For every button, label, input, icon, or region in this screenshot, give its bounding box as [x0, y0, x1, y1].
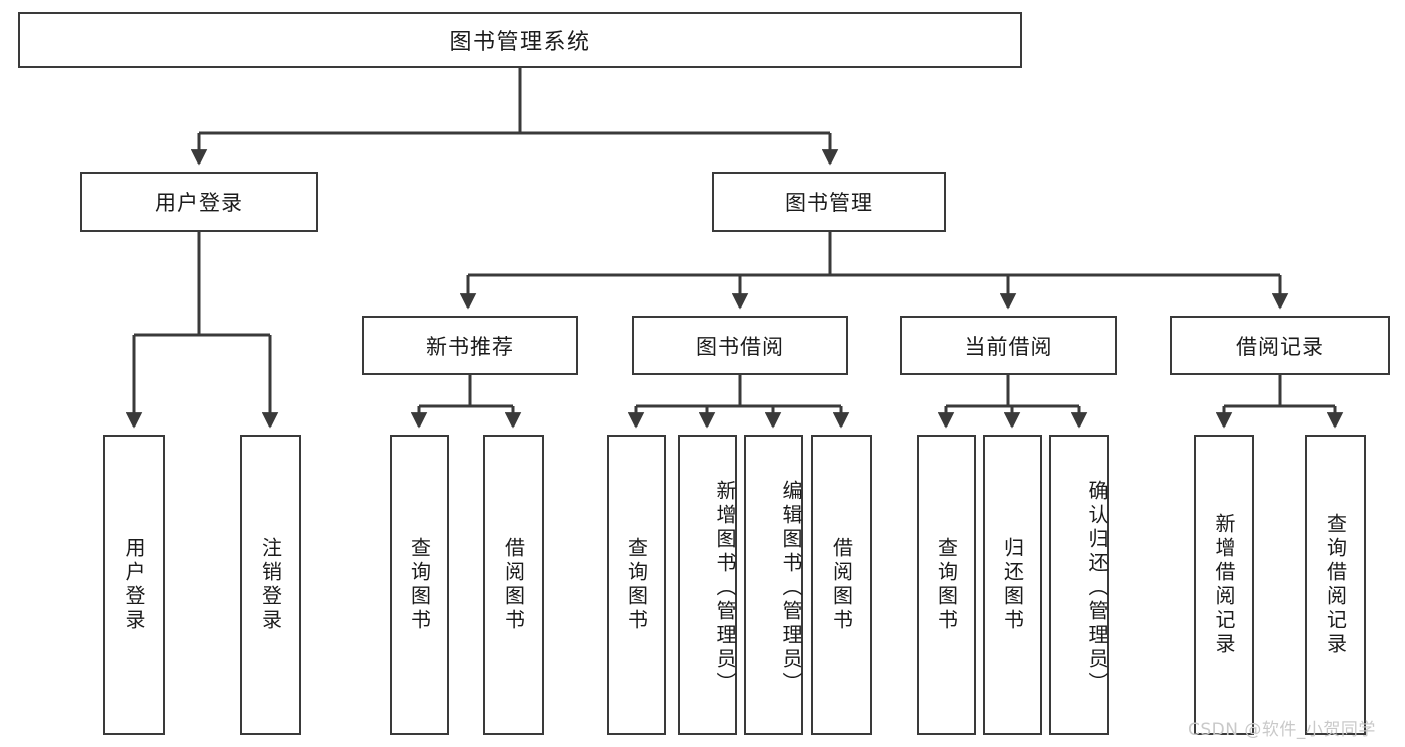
node-book-manage[interactable]: 图书管理	[712, 172, 946, 232]
leaf-user-login[interactable]: 用户登录	[103, 435, 165, 735]
node-user-login[interactable]: 用户登录	[80, 172, 318, 232]
node-book-borrow[interactable]: 图书借阅	[632, 316, 848, 375]
leaf-borrow-query-book[interactable]: 查询图书	[607, 435, 666, 735]
leaf-user-logout[interactable]: 注销登录	[240, 435, 301, 735]
leaf-recommend-query-book[interactable]: 查询图书	[390, 435, 449, 735]
node-current-borrow[interactable]: 当前借阅	[900, 316, 1117, 375]
leaf-current-confirm-return-admin[interactable]: 确认归还（管理员）	[1049, 435, 1109, 735]
node-root-system[interactable]: 图书管理系统	[18, 12, 1022, 68]
leaf-record-query-borrow-record[interactable]: 查询借阅记录	[1305, 435, 1366, 735]
leaf-borrow-borrow-book[interactable]: 借阅图书	[811, 435, 872, 735]
node-new-book-recommend[interactable]: 新书推荐	[362, 316, 578, 375]
leaf-borrow-add-book-admin[interactable]: 新增图书（管理员）	[678, 435, 737, 735]
leaf-current-query-book[interactable]: 查询图书	[917, 435, 976, 735]
node-borrow-record[interactable]: 借阅记录	[1170, 316, 1390, 375]
leaf-record-add-borrow-record[interactable]: 新增借阅记录	[1194, 435, 1254, 735]
leaf-current-return-book[interactable]: 归还图书	[983, 435, 1042, 735]
leaf-recommend-borrow-book[interactable]: 借阅图书	[483, 435, 544, 735]
leaf-borrow-edit-book-admin[interactable]: 编辑图书（管理员）	[744, 435, 803, 735]
